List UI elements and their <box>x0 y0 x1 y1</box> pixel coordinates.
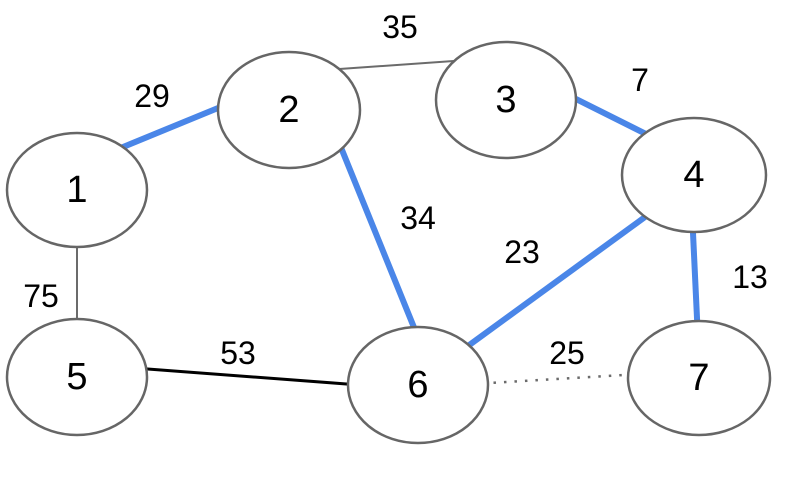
edge-5-6[interactable] <box>140 367 354 386</box>
node-4[interactable]: 4 <box>620 116 768 234</box>
edge-3-4[interactable] <box>569 93 651 139</box>
node-label-6: 6 <box>407 364 428 406</box>
node-ellipse-7[interactable] <box>626 319 772 437</box>
node-7[interactable]: 7 <box>626 319 772 437</box>
edge-weight-label-4-7: 13 <box>732 259 768 295</box>
edge-weight-label-6-7: 25 <box>549 335 585 371</box>
node-ellipse-5[interactable] <box>5 317 149 437</box>
node-ellipse-1[interactable] <box>5 131 149 249</box>
edge-4-7[interactable] <box>689 226 701 325</box>
edge-2-6[interactable] <box>336 143 419 332</box>
node-6[interactable]: 6 <box>346 325 490 445</box>
node-3[interactable]: 3 <box>434 40 578 160</box>
edge-weight-label-5-6: 53 <box>220 335 256 371</box>
edge-2-3[interactable] <box>333 59 460 71</box>
edge-1-2[interactable] <box>116 102 225 153</box>
edge-weight-label-3-4: 7 <box>631 62 649 98</box>
node-label-4: 4 <box>683 154 704 196</box>
node-label-7: 7 <box>688 357 709 399</box>
node-2[interactable]: 2 <box>216 50 362 170</box>
edge-weight-label-1-5: 75 <box>23 278 59 314</box>
edge-weight-label-4-6: 23 <box>504 234 540 270</box>
node-label-1: 1 <box>66 169 87 211</box>
edge-6-7[interactable] <box>482 373 630 385</box>
node-label-2: 2 <box>278 89 299 131</box>
node-ellipse-2[interactable] <box>216 50 362 170</box>
node-1[interactable]: 1 <box>5 131 149 249</box>
edge-weight-label-1-2: 29 <box>134 78 170 114</box>
node-label-5: 5 <box>66 356 87 398</box>
edge-4-6[interactable] <box>465 211 652 349</box>
node-ellipse-4[interactable] <box>620 116 768 234</box>
node-label-3: 3 <box>495 79 516 121</box>
edges-layer <box>76 59 701 386</box>
node-5[interactable]: 5 <box>5 317 149 437</box>
edge-weight-label-2-3: 35 <box>382 9 418 45</box>
node-ellipse-3[interactable] <box>434 40 578 160</box>
node-ellipse-6[interactable] <box>346 325 490 445</box>
edge-weight-label-2-6: 34 <box>400 200 436 236</box>
